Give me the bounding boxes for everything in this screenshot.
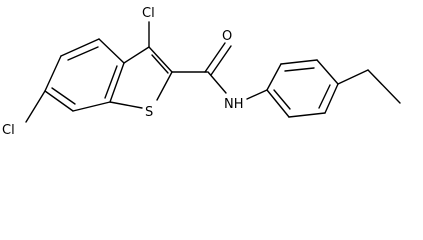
atom-sulfur: S <box>145 105 153 120</box>
bond-ethyl-methyl <box>367 69 401 104</box>
atom-oxygen: O <box>222 29 232 44</box>
structure-canvas: Cl Cl O S NH <box>2 6 401 138</box>
atom-cl-left: Cl <box>2 123 15 138</box>
bond-carbonyl-n <box>207 71 227 94</box>
bond-n-aryl <box>246 89 268 100</box>
molecule-structure: Cl Cl O S NH <box>2 6 401 138</box>
atom-nh: NH <box>224 97 244 112</box>
carbonyl-double-bond-b <box>210 45 232 76</box>
bond-c6-cl <box>25 90 46 123</box>
thiophene-ring <box>109 46 173 109</box>
benzo-ring <box>44 38 125 112</box>
phenyl-ring <box>266 59 339 118</box>
carbonyl-double-bond-a <box>204 42 226 73</box>
atom-cl-top: Cl <box>142 6 155 21</box>
bond-aryl-ethyl <box>337 69 369 85</box>
